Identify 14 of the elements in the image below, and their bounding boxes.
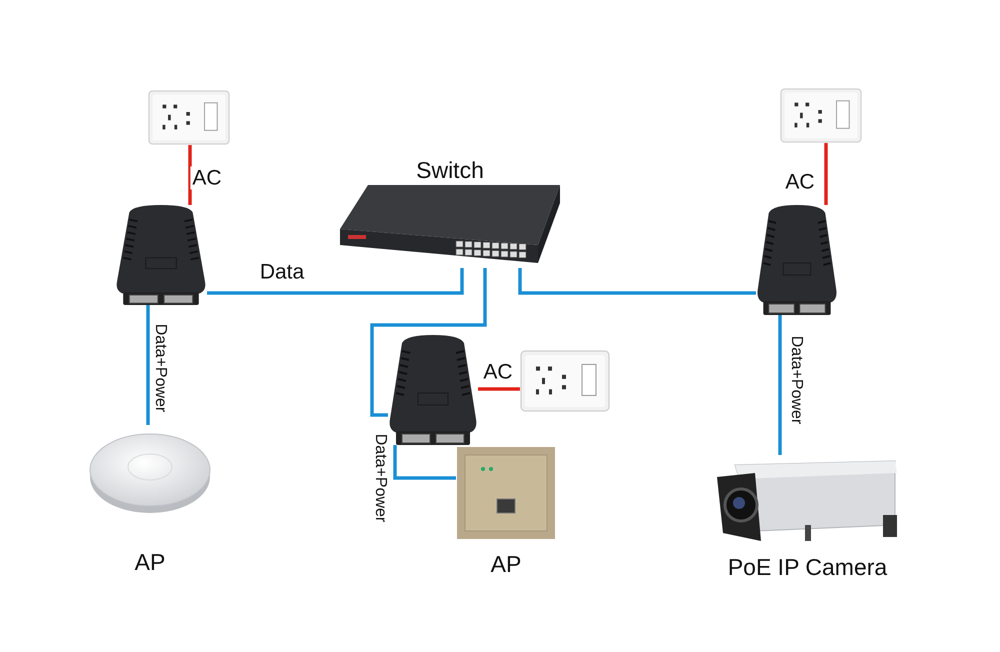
power-cable <box>478 387 520 391</box>
network-cable <box>207 268 464 295</box>
network-cable <box>370 268 487 417</box>
network-cable <box>146 305 150 425</box>
network-cable <box>393 445 456 480</box>
network-cable <box>778 315 782 455</box>
network-cable <box>518 268 756 295</box>
power-cable <box>824 143 828 205</box>
device-label: PoE IP Camera <box>728 554 888 580</box>
power-cable <box>188 145 192 205</box>
edge-label: AC <box>190 166 224 190</box>
device-label: AP <box>134 550 166 575</box>
device-label: Switch <box>416 158 484 184</box>
device-label: AP <box>490 552 522 577</box>
